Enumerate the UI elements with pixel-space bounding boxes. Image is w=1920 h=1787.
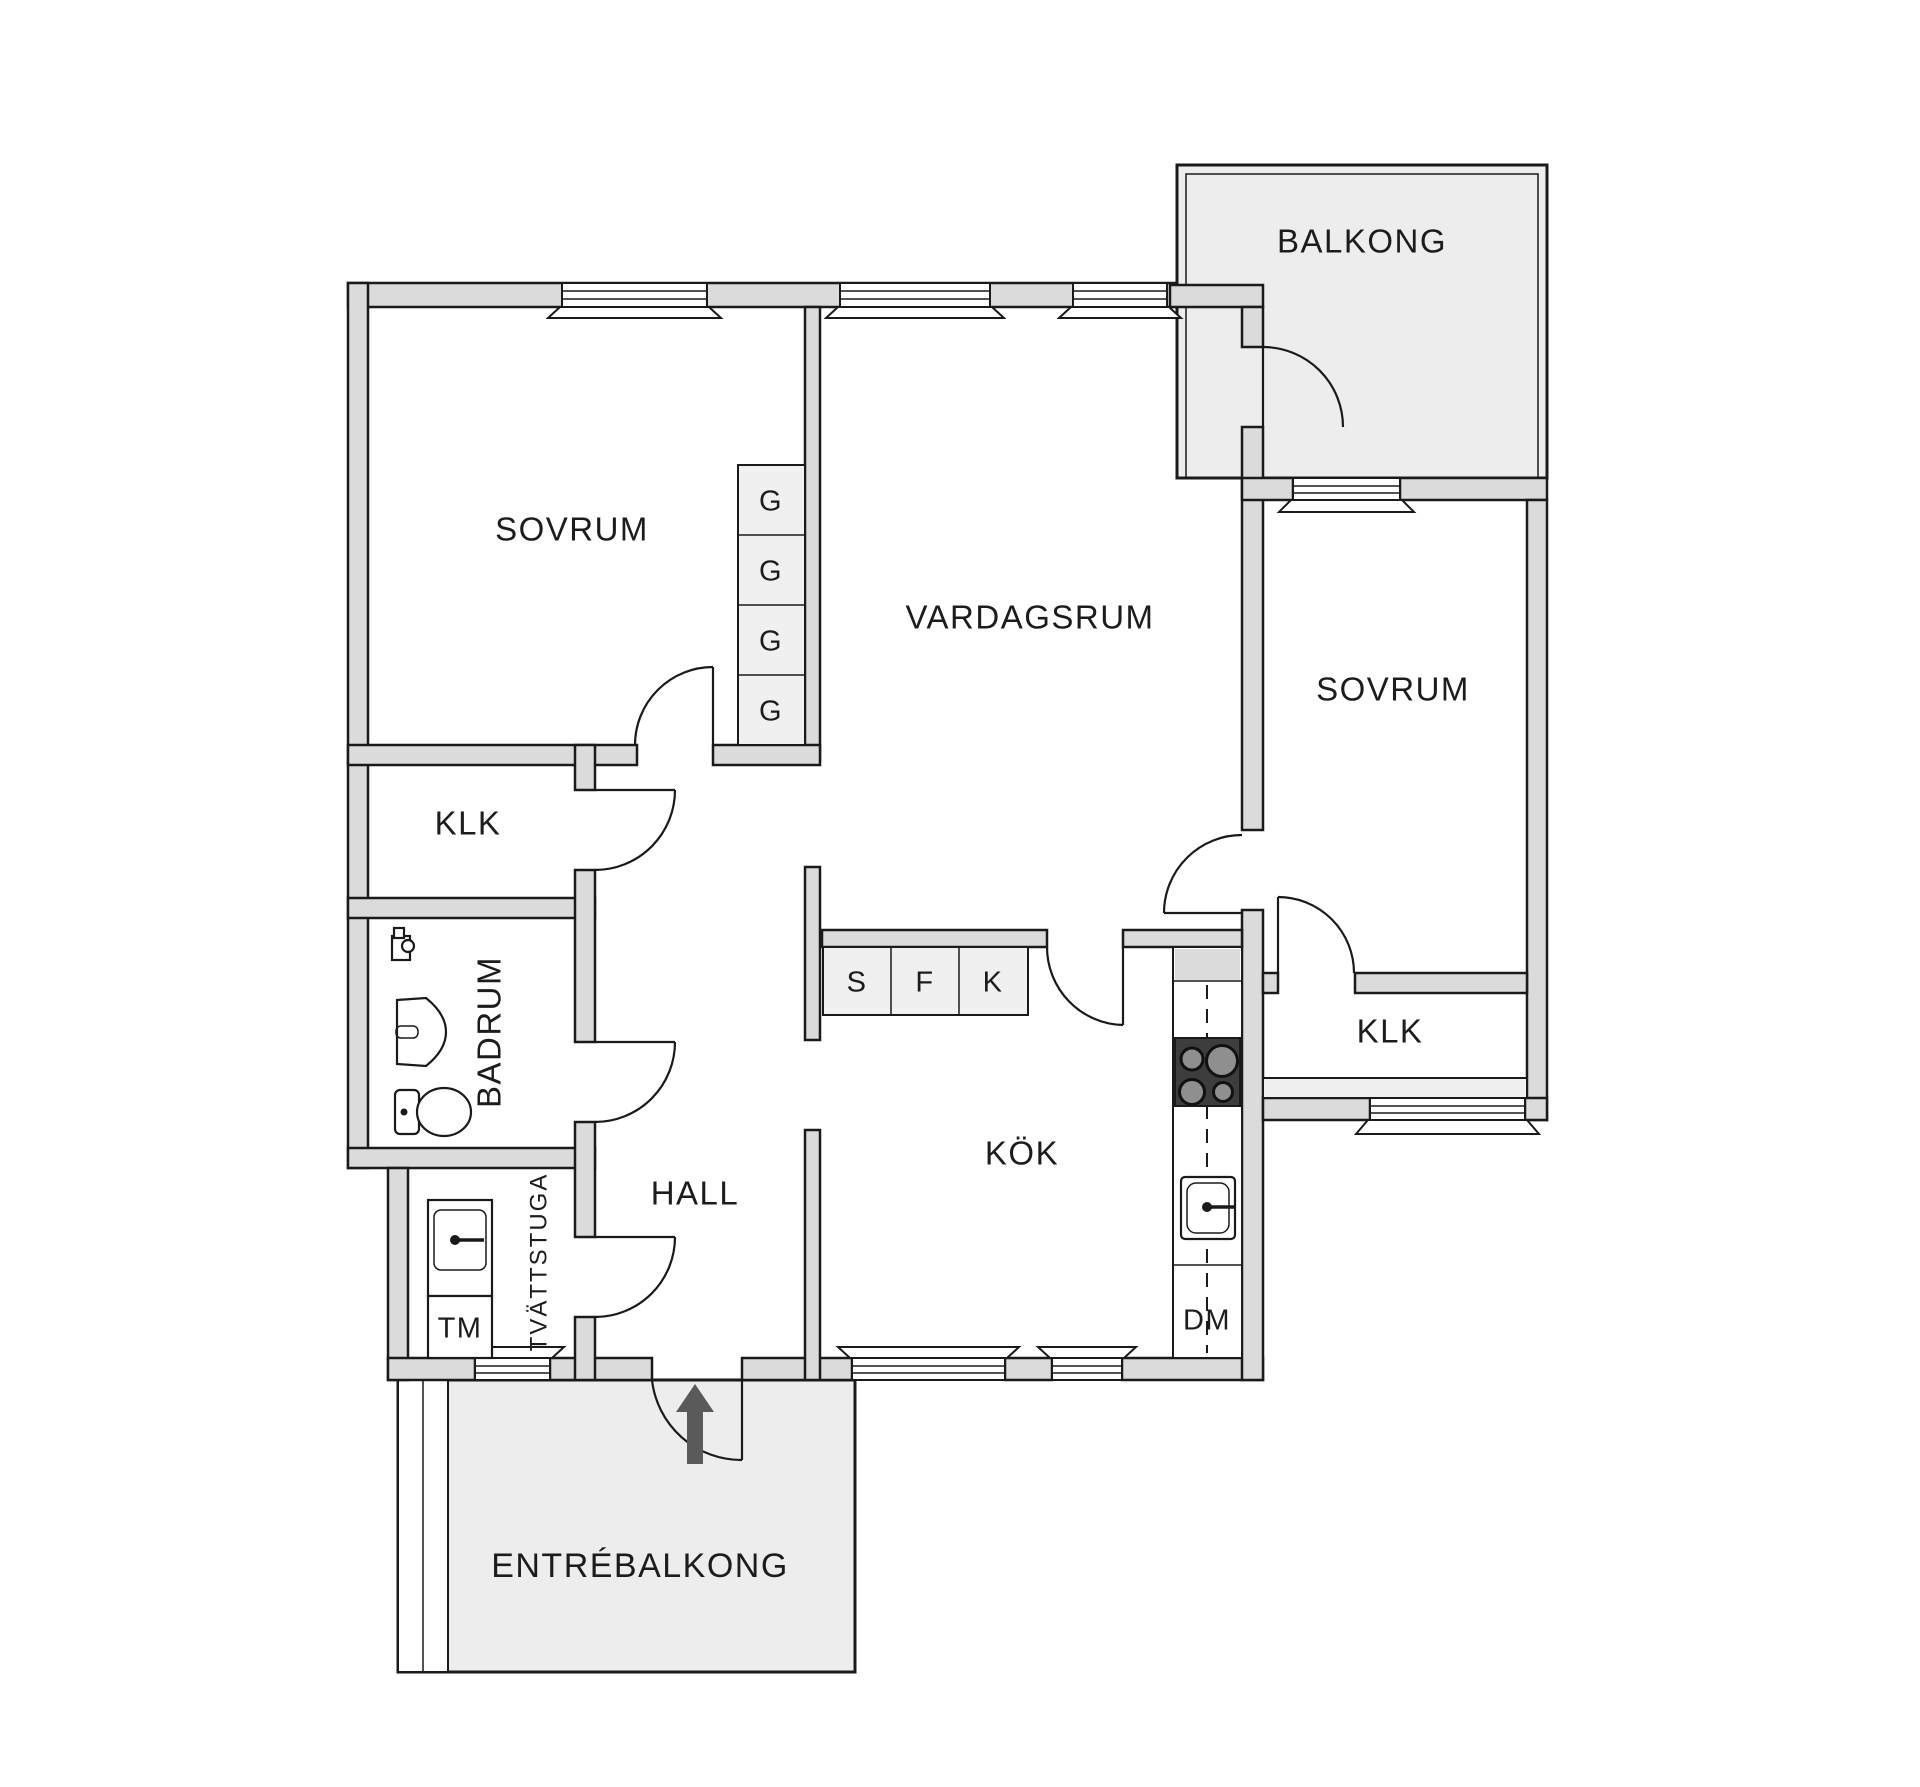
pantry-label: S bbox=[847, 967, 868, 999]
hall-label: HALL bbox=[651, 1175, 740, 1212]
washing-machine-icon: TM bbox=[426, 1294, 494, 1360]
kitchen-label: KÖK bbox=[985, 1135, 1059, 1172]
bedroom-left-label: SOVRUM bbox=[495, 511, 649, 548]
window-bedroom-right bbox=[1276, 477, 1417, 513]
wall-balcony-corner bbox=[1168, 283, 1265, 309]
closet-right-label: KLK bbox=[1357, 1013, 1424, 1050]
door-bedroom-left bbox=[633, 665, 715, 746]
laundry-label: TVÄTTSTUGA bbox=[525, 1173, 552, 1352]
wall-kitchen-top bbox=[820, 928, 1049, 949]
doors bbox=[594, 345, 1356, 1462]
window-living-room-2 bbox=[1056, 282, 1184, 319]
room-labels: SOVRUM VARDAGSRUM BALKONG SOVRUM KLK KLK… bbox=[435, 223, 1470, 1585]
door-closet-right bbox=[1276, 895, 1356, 974]
wall-wet bbox=[573, 743, 597, 792]
wall-kitchen-top bbox=[1121, 928, 1244, 949]
bath-faucet-icon bbox=[390, 926, 416, 962]
balcony-top-right bbox=[1175, 163, 1549, 480]
door-bedroom-right bbox=[1162, 833, 1243, 915]
wall-right bbox=[1525, 498, 1549, 1122]
window-kitchen-1 bbox=[835, 1346, 1022, 1381]
wall-laundry-left bbox=[386, 1166, 410, 1382]
closet-left-label: KLK bbox=[435, 805, 502, 842]
wardrobe-label: G bbox=[759, 696, 783, 728]
wall-bedroom-left-bottom bbox=[346, 743, 639, 767]
bathroom-label: BADRUM bbox=[471, 956, 508, 1108]
window-bedroom-left bbox=[545, 282, 724, 319]
wall-top bbox=[346, 281, 1179, 309]
kitchen-counter: DM bbox=[1172, 946, 1243, 1359]
wall-wet bbox=[573, 1315, 597, 1382]
window-kitchen-2 bbox=[1035, 1346, 1139, 1381]
door-closet-left bbox=[594, 788, 677, 872]
wall-bedroom-right-top bbox=[1240, 476, 1295, 502]
kitchen-sink-icon bbox=[1179, 1175, 1237, 1241]
wall-bathroom-bottom bbox=[346, 1146, 597, 1170]
bedroom-right-label: SOVRUM bbox=[1316, 671, 1470, 708]
dishwasher-label: DM bbox=[1183, 1305, 1231, 1337]
wall-bottom bbox=[386, 1356, 477, 1382]
living-room-label: VARDAGSRUM bbox=[905, 599, 1154, 636]
window-closet-right bbox=[1353, 1097, 1542, 1135]
wall-bottom bbox=[548, 1356, 654, 1382]
wall-closet-left-bottom bbox=[346, 896, 597, 920]
wall-bedroom-right-left bbox=[1240, 425, 1265, 832]
walls bbox=[346, 281, 1549, 1382]
wall-closet-right-top bbox=[1353, 971, 1529, 995]
door-laundry bbox=[594, 1235, 677, 1319]
fridge-label: K bbox=[983, 967, 1004, 999]
bathroom-fixtures bbox=[390, 926, 473, 1138]
balcony-label: BALKONG bbox=[1277, 223, 1447, 260]
bathroom-sink-icon bbox=[395, 996, 448, 1068]
entrance-arrow-icon bbox=[676, 1384, 714, 1464]
entry-balcony-label: ENTRÉBALKONG bbox=[491, 1547, 789, 1585]
wall-center-middle bbox=[803, 865, 822, 1042]
wall-center-upper bbox=[803, 305, 822, 762]
windows bbox=[458, 282, 1542, 1381]
laundry-units: TM bbox=[426, 1198, 494, 1360]
wall-bedroom-right-top bbox=[1398, 476, 1549, 502]
window-living-room-1 bbox=[823, 282, 1007, 319]
wall-wet bbox=[573, 868, 597, 1044]
wall-bottom bbox=[1003, 1356, 1054, 1382]
pantry-freezer-fridge-row: S F K bbox=[822, 946, 1029, 1016]
stove-icon bbox=[1174, 1037, 1241, 1107]
wardrobe-label: G bbox=[759, 556, 783, 588]
laundry-sink-icon bbox=[426, 1198, 494, 1298]
wall-balcony-corner bbox=[1240, 305, 1265, 349]
toilet-icon bbox=[393, 1086, 473, 1138]
wall-wet bbox=[573, 1120, 597, 1239]
wall-bottom bbox=[740, 1356, 854, 1382]
wall-kitchen-right bbox=[1240, 908, 1265, 1382]
closet-right-shelf bbox=[1262, 1077, 1528, 1099]
wall-center-lower bbox=[803, 1128, 822, 1382]
wall-right-bottom bbox=[1523, 1096, 1549, 1122]
door-balcony bbox=[1261, 345, 1345, 428]
wardrobe-label: G bbox=[759, 626, 783, 658]
door-entrance bbox=[650, 1379, 744, 1462]
entry-balcony bbox=[396, 1378, 857, 1674]
wall-right-bottom bbox=[1261, 1096, 1372, 1122]
door-bathroom bbox=[594, 1040, 677, 1124]
washing-machine-label: TM bbox=[438, 1313, 483, 1345]
door-kitchen bbox=[1045, 946, 1125, 1027]
wall-left bbox=[346, 281, 370, 1170]
wardrobe-label: G bbox=[759, 486, 783, 518]
freezer-label: F bbox=[915, 967, 934, 999]
wardrobe-column: G G G G bbox=[737, 464, 806, 746]
wall-bedroom-left-bottom bbox=[711, 743, 822, 767]
wall-closet-right-top bbox=[1261, 971, 1280, 995]
